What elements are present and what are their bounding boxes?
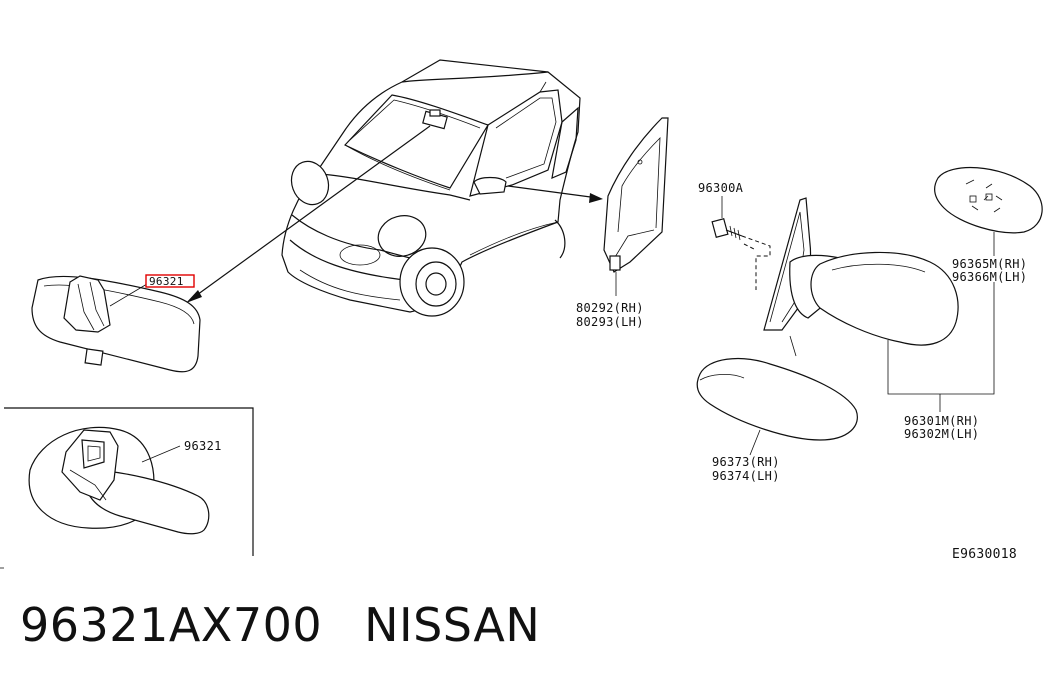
part-number: 96321AX700 [20,598,323,652]
finisher-lh-label[interactable]: 80293(LH) [576,315,644,329]
mirror-rh-label[interactable]: 96301M(RH) [904,414,979,428]
inside-mirror-illustration [31,275,201,373]
mirror-lh-label[interactable]: 96302M(LH) [904,427,979,441]
highlighted-part-callout[interactable]: 96321 [145,274,195,288]
footer: 96321AX700 NISSAN [20,598,582,652]
door-mirror-illustration [696,166,1043,441]
bolt-label[interactable]: 96300A [698,181,744,195]
finisher-rh-label[interactable]: 80292(RH) [576,301,644,315]
pillar-finisher-illustration: 80292(RH) 80293(LH) [576,117,669,329]
leader-arrows [186,125,603,303]
cover-lh-label[interactable]: 96374(LH) [712,469,780,483]
car-illustration [281,59,581,317]
cover-rh-label[interactable]: 96373(RH) [712,455,780,469]
bolt-illustration: 96300A [698,181,771,290]
glass-rh-label[interactable]: 96365M(RH) [952,257,1027,271]
brand-name: NISSAN [364,598,541,652]
highlighted-part-label: 96321 [149,275,184,288]
diagram-code: E9630018 [952,547,1017,562]
inset-detail: 96321 [0,407,254,569]
door-mirror-leaders [749,232,995,456]
inset-part-label[interactable]: 96321 [184,439,222,453]
glass-lh-label[interactable]: 96366M(LH) [952,270,1027,284]
